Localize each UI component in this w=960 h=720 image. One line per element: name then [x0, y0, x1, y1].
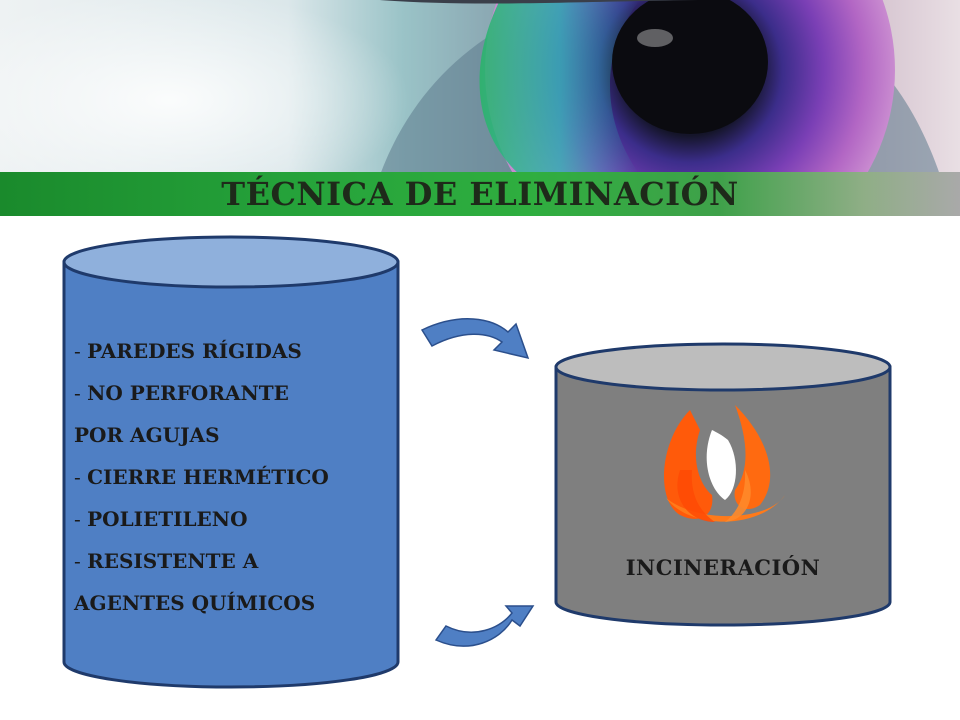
incineration-label: INCINERACIÓN — [625, 555, 821, 580]
eye-image — [0, 0, 960, 175]
list-item: - POLIETILENO — [74, 507, 248, 531]
left-container-cylinder — [62, 235, 400, 689]
bottom-arrow — [434, 605, 535, 647]
list-item: - RESISTENTE A — [74, 549, 259, 573]
slide-title: TÉCNICA DE ELIMINACIÓN — [221, 175, 739, 213]
list-item: - PAREDES RÍGIDAS — [74, 339, 302, 363]
flame-icon — [663, 405, 785, 522]
list-item: - NO PERFORANTE — [74, 381, 289, 405]
top-arrow — [420, 318, 530, 360]
list-item: - CIERRE HERMÉTICO — [74, 465, 329, 489]
left-container-text: - PAREDES RÍGIDAS - NO PERFORANTE POR AG… — [74, 330, 394, 624]
list-item: AGENTES QUÍMICOS — [74, 591, 316, 615]
list-item: POR AGUJAS — [74, 423, 220, 447]
title-bar — [0, 172, 960, 216]
